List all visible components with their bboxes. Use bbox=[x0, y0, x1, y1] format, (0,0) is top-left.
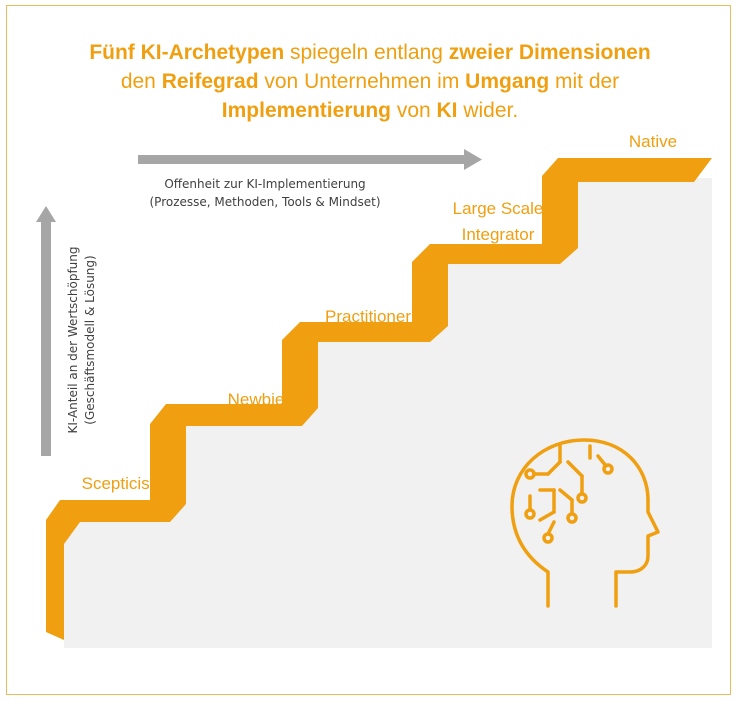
title-segment: mit der bbox=[549, 70, 620, 93]
title-segment: Implementierung bbox=[221, 99, 391, 122]
title-segment: KI bbox=[436, 99, 458, 122]
title-segment: von bbox=[390, 99, 437, 122]
head-circuit-icon bbox=[510, 438, 660, 608]
horizontal-axis-label-line2: (Prozesse, Methoden, Tools & Mindset) bbox=[149, 195, 380, 209]
title-segment: Reifegrad bbox=[161, 70, 259, 93]
title-segment: zweier Dimensionen bbox=[448, 41, 651, 64]
title-segment: Fünf KI-Archetypen bbox=[89, 41, 285, 64]
step-label-practitioner: Practitioner bbox=[325, 307, 411, 326]
title-segment: spiegeln entlang bbox=[284, 41, 449, 64]
step-label-scepticist: Scepticist bbox=[82, 474, 155, 493]
title-segment: wider. bbox=[457, 99, 519, 122]
diagram-title: Fünf KI-Archetypen spiegeln entlang zwei… bbox=[20, 38, 720, 125]
step-label-native: Native bbox=[629, 132, 677, 151]
vertical-axis-arrow bbox=[36, 206, 56, 456]
step-label-large-scale: Large Scale bbox=[453, 199, 544, 218]
horizontal-axis-label-line1: Offenheit zur KI-Implementierung bbox=[164, 177, 365, 191]
vertical-axis-label-line2: (Geschäftsmodell & Lösung) bbox=[83, 255, 97, 424]
horizontal-axis-arrow bbox=[138, 149, 482, 170]
title-segment: Umgang bbox=[465, 70, 550, 93]
diagram-frame bbox=[6, 5, 731, 695]
step-label-newbie: Newbie bbox=[228, 390, 285, 409]
title-segment: von Unternehmen im bbox=[258, 70, 466, 93]
title-segment: den bbox=[120, 70, 162, 93]
vertical-axis-label-line1: KI-Anteil an der Wertschöpfung bbox=[66, 246, 80, 433]
step-label-integrator: Integrator bbox=[462, 225, 535, 244]
